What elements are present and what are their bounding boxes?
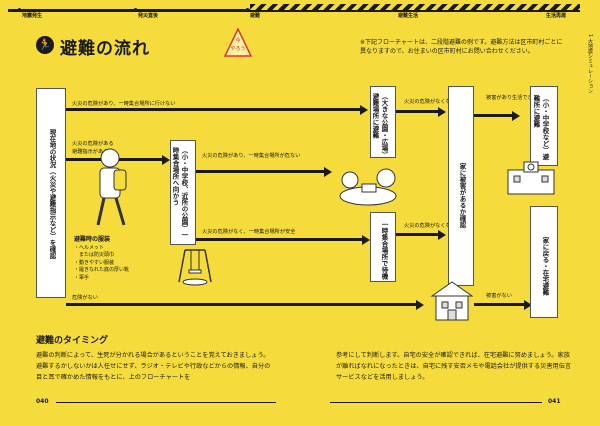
branch-label: 火災の危険がなく、一時集合場所が安全 (202, 229, 296, 235)
shelter-label: （小・中学校など）避難所に避難 (532, 95, 549, 160)
shelter-box: （小・中学校など）避難所に避難 (530, 86, 558, 166)
damage-check-box: 家に被害があるか確認 (448, 86, 474, 286)
phase-label: 発災直後 (133, 8, 159, 19)
clothing-item: ・動きやすい服装 (74, 259, 115, 266)
home-label: 家に戻る・在宅避難 (541, 237, 549, 296)
hazard-stripe (250, 4, 580, 10)
clothing-item: ・履きなれた底の厚い靴 (74, 267, 130, 273)
park-illustration (339, 168, 397, 206)
arrow (396, 110, 440, 113)
evacuee-illustration (96, 148, 127, 226)
warning-triangle-icon (224, 28, 252, 57)
arrow-head (512, 110, 520, 121)
body-text-left: 避難の判断によって、生死が分かれる場合があるということを覚えておきましょう。避難… (36, 352, 271, 381)
timeline-line (8, 9, 580, 12)
branch-label: 避難指示がある (72, 149, 109, 155)
house-illustration (430, 281, 474, 321)
clothing-item: または防災頭巾 (79, 252, 115, 258)
start-box: 現在地の状況（火災や避難指示など）を確認 (36, 88, 66, 298)
badge-text: 今 (235, 38, 241, 44)
wait-box: 一時集合場所で待機 (370, 212, 396, 282)
arrow (66, 108, 362, 111)
branch-label: 被害がない (486, 293, 512, 299)
now-badge: 今 やろう (224, 28, 252, 58)
clothing-item: ・ヘルメット (74, 244, 105, 251)
arrow (66, 303, 418, 306)
arrow (196, 238, 364, 241)
arrow-head (360, 104, 368, 115)
branch-label: 被害があり生活できない (486, 95, 544, 101)
branch-label: 危険がない (72, 295, 98, 301)
footer-line (56, 402, 276, 403)
arrow (196, 170, 326, 173)
body-text-right: 参考にして判断します。自宅の安全が確認できれば、在宅避難に努めましょう。家族が離… (336, 352, 572, 381)
branch-label: 火災の危険があり、一時集合場所に行けない (72, 101, 176, 107)
phase-label: 避難生活 (393, 8, 419, 19)
phase-label: 地震発生 (17, 8, 43, 19)
arrow (396, 233, 440, 236)
arrow-head (438, 229, 446, 240)
arrow-head (524, 299, 532, 310)
flowchart-note: ※下記フローチャートは、二段階避難の例です。避難方法は区市町村ごとに異なりますの… (360, 39, 563, 55)
wide-area-box: （大きな公園・広場）避難場所に避難 (370, 86, 396, 158)
page-title: 避難の流れ (60, 39, 150, 59)
phase-label: 生活再建 (541, 8, 567, 19)
damage-check-label: 家に被害があるか確認 (458, 163, 466, 228)
wait-label: 一時集合場所で待機 (380, 221, 388, 280)
clothing-heading: 避難時の服装 (74, 236, 111, 243)
arrow-head (416, 299, 424, 310)
phase-label: 避難 (245, 8, 261, 19)
temp-assembly-label: （小・中学校、近所の公園）一時集合場所へ向かう (171, 147, 188, 238)
temp-assembly-box: （小・中学校、近所の公園）一時集合場所へ向かう (170, 140, 196, 245)
school-illustration (507, 161, 555, 195)
branch-label: 火災の危険がなくなる (404, 223, 456, 229)
arrow-head (362, 234, 370, 245)
arrow (474, 303, 526, 306)
footer-line (330, 402, 542, 403)
home-box: 家に戻る・在宅避難 (530, 206, 558, 318)
wide-area-label: （大きな公園・広場）避難場所に避難 (371, 93, 388, 155)
chapter-label: 1 大地震シミュレーション (587, 34, 593, 94)
running-person-icon: 🏃 (36, 36, 54, 54)
arrow (474, 114, 514, 117)
swing-illustration (178, 249, 212, 286)
phase-timeline: 地震発生 発災直後 避難 避難生活 生活再建 (0, 0, 600, 22)
section-title: 避難のタイミング (36, 336, 109, 346)
branch-label: 火災の危険がある (72, 141, 114, 147)
arrow-head (324, 166, 332, 177)
badge-text: やろう (230, 46, 246, 52)
start-box-label: 現在地の状況（火災や避難指示など）を確認 (48, 129, 56, 259)
page-number-right: 041 (548, 398, 561, 405)
branch-label: 火災の危険がなくなる (404, 99, 456, 105)
page-number-left: 040 (36, 398, 49, 405)
arrow-head (162, 154, 170, 165)
arrow-head (438, 106, 446, 117)
clothing-item: ・軍手 (74, 274, 90, 281)
branch-label: 火災の危険があり、一時集合場所が危ない (202, 153, 301, 159)
clothing-list: 避難時の服装 ・ヘルメット または防災頭巾 ・動きやすい服装 ・履きなれた底の厚… (74, 236, 164, 282)
